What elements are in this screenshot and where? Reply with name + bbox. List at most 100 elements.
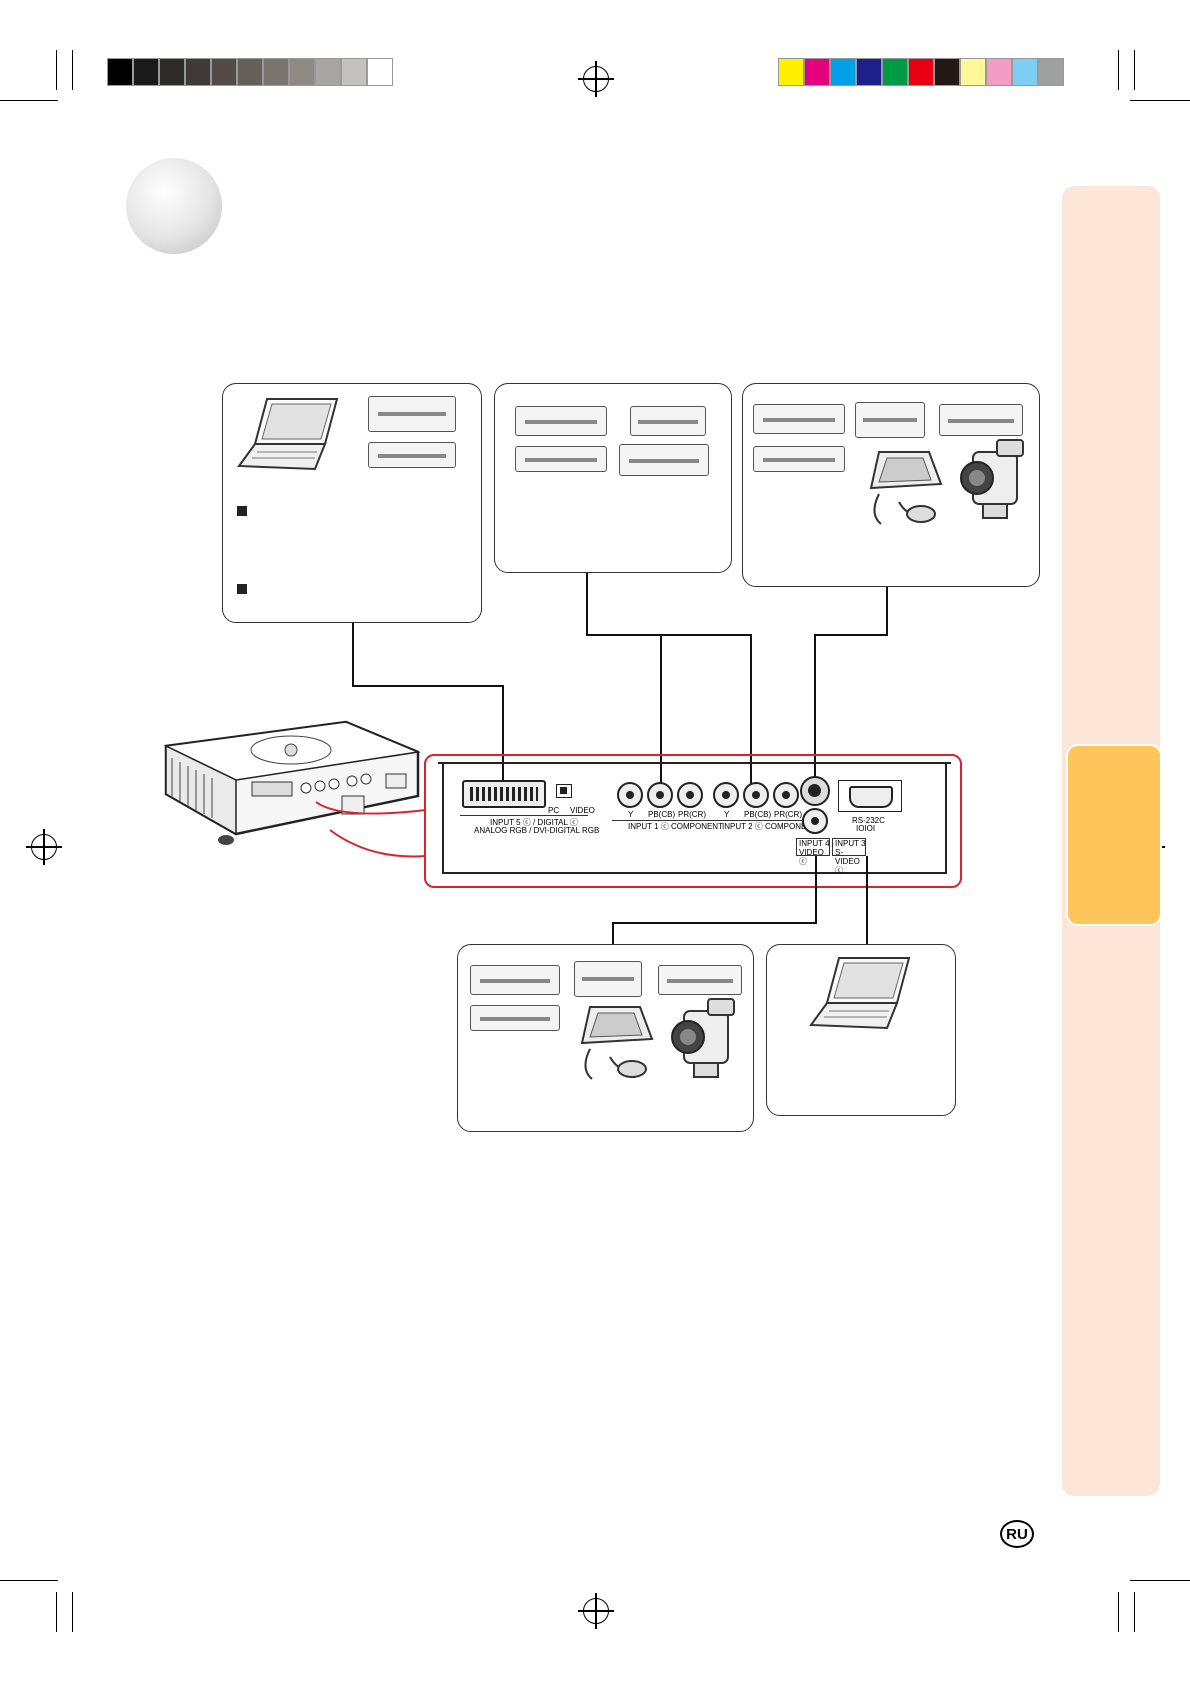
input2-pr-jack[interactable] xyxy=(773,782,799,808)
input5-sublabel: ANALOG RGB / DVI-DIGITAL RGB xyxy=(474,826,600,835)
crop-mark xyxy=(0,1580,58,1581)
color-swatch xyxy=(315,58,341,86)
dvi-port[interactable] xyxy=(462,780,546,808)
switch-video-label: VIDEO xyxy=(570,806,595,815)
crop-mark xyxy=(0,100,58,101)
cable-line xyxy=(352,685,504,687)
input2-y-label: Y xyxy=(724,810,730,819)
language-badge-text: RU xyxy=(1006,1525,1028,1543)
color-swatch xyxy=(159,58,185,86)
cable-line xyxy=(886,587,888,635)
color-swatch xyxy=(986,58,1012,86)
rs232c-port[interactable] xyxy=(838,780,902,812)
input2-y-jack[interactable] xyxy=(713,782,739,808)
dvd-recorder-icon xyxy=(855,402,925,438)
input5-label: INPUT 5 ⓒ / DIGITAL ⓒ xyxy=(490,818,578,827)
color-bar xyxy=(778,58,1064,86)
dvd-recorder-icon xyxy=(574,961,642,997)
video-device-box xyxy=(742,383,1040,587)
input2-pb-jack[interactable] xyxy=(743,782,769,808)
dvd-player-icon xyxy=(368,396,456,432)
color-swatch xyxy=(934,58,960,86)
color-swatch xyxy=(185,58,211,86)
s-video-jack[interactable] xyxy=(800,776,830,806)
vcr-icon xyxy=(515,406,607,436)
dvd-player-icon xyxy=(619,444,709,476)
camcorder-icon xyxy=(671,998,735,1078)
cable-line xyxy=(750,634,752,790)
color-swatch xyxy=(341,58,367,86)
cable-line xyxy=(814,634,816,784)
vcr-icon xyxy=(470,965,560,995)
rs232c-label: RS-232C xyxy=(852,816,885,825)
dvd-recorder-icon xyxy=(630,406,706,436)
rear-panel-top-edge xyxy=(438,762,951,764)
input4-label: INPUT 4 VIDEO ⓒ xyxy=(799,839,830,866)
port-group-divider xyxy=(708,820,804,821)
component-device-box xyxy=(494,383,732,573)
projector-icon xyxy=(163,720,421,845)
input1-pr-label: PR(CR) xyxy=(678,810,706,819)
crop-mark xyxy=(1134,1592,1135,1632)
crop-mark xyxy=(1130,100,1190,101)
cable-line xyxy=(502,685,504,800)
input1-pb-label: PB(CB) xyxy=(648,810,676,819)
pc-video-switch[interactable] xyxy=(556,784,572,798)
cable-line xyxy=(586,634,752,636)
cable-line xyxy=(815,856,817,924)
color-swatch xyxy=(289,58,315,86)
port-group-divider xyxy=(460,815,588,816)
crop-mark xyxy=(72,50,73,90)
input1-pb-jack[interactable] xyxy=(647,782,673,808)
cable-line xyxy=(352,623,354,686)
input3-label-box: INPUT 3 S-VIDEO ⓒ xyxy=(832,838,866,875)
color-swatch xyxy=(830,58,856,86)
set-top-box-icon xyxy=(753,446,845,472)
input3-label: INPUT 3 S-VIDEO ⓒ xyxy=(835,839,866,875)
color-swatch xyxy=(1012,58,1038,86)
color-swatch xyxy=(211,58,237,86)
dvd-player-icon xyxy=(658,965,742,995)
zoom-callout-lines xyxy=(315,801,427,858)
rear-panel-callout xyxy=(424,754,962,888)
registration-mark-icon xyxy=(26,829,62,865)
cable-line xyxy=(866,856,868,946)
color-swatch xyxy=(263,58,289,86)
game-console-icon xyxy=(580,1006,654,1080)
crop-mark xyxy=(56,1592,57,1632)
crop-mark xyxy=(56,50,57,90)
vcr-icon xyxy=(753,404,845,434)
cable-line xyxy=(586,573,588,635)
registration-mark-icon xyxy=(578,61,614,97)
input1-label: INPUT 1 ⓒ COMPONENT xyxy=(628,822,723,831)
video-jack[interactable] xyxy=(802,808,828,834)
crop-mark xyxy=(72,1592,73,1632)
color-swatch xyxy=(882,58,908,86)
crop-mark xyxy=(1118,1592,1119,1632)
rear-panel xyxy=(442,764,947,874)
set-top-box-icon xyxy=(368,442,456,468)
rs232c-sublabel: IOIOI xyxy=(856,824,876,833)
crop-mark xyxy=(1130,1580,1190,1581)
input1-y-jack[interactable] xyxy=(617,782,643,808)
cable-line xyxy=(660,634,662,790)
language-badge: RU xyxy=(1000,1520,1034,1548)
dvd-player-icon xyxy=(939,404,1023,436)
color-swatch xyxy=(107,58,133,86)
input1-pr-jack[interactable] xyxy=(677,782,703,808)
color-swatch xyxy=(778,58,804,86)
game-console-icon xyxy=(869,451,943,525)
crop-mark xyxy=(1134,50,1135,90)
computer-device-box xyxy=(222,383,482,623)
cable-line xyxy=(814,634,888,636)
laptop-icon xyxy=(237,398,339,471)
camcorder-icon xyxy=(960,439,1024,519)
color-swatch xyxy=(367,58,393,86)
input2-pb-label: PB(CB) xyxy=(744,810,772,819)
input2-label: INPUT 2 ⓒ COMPONENT xyxy=(722,822,817,831)
cable-line xyxy=(612,922,614,946)
port-group-divider xyxy=(612,820,708,821)
video-device-box-bottom xyxy=(457,944,754,1132)
color-swatch xyxy=(133,58,159,86)
grayscale-bar xyxy=(107,58,393,86)
